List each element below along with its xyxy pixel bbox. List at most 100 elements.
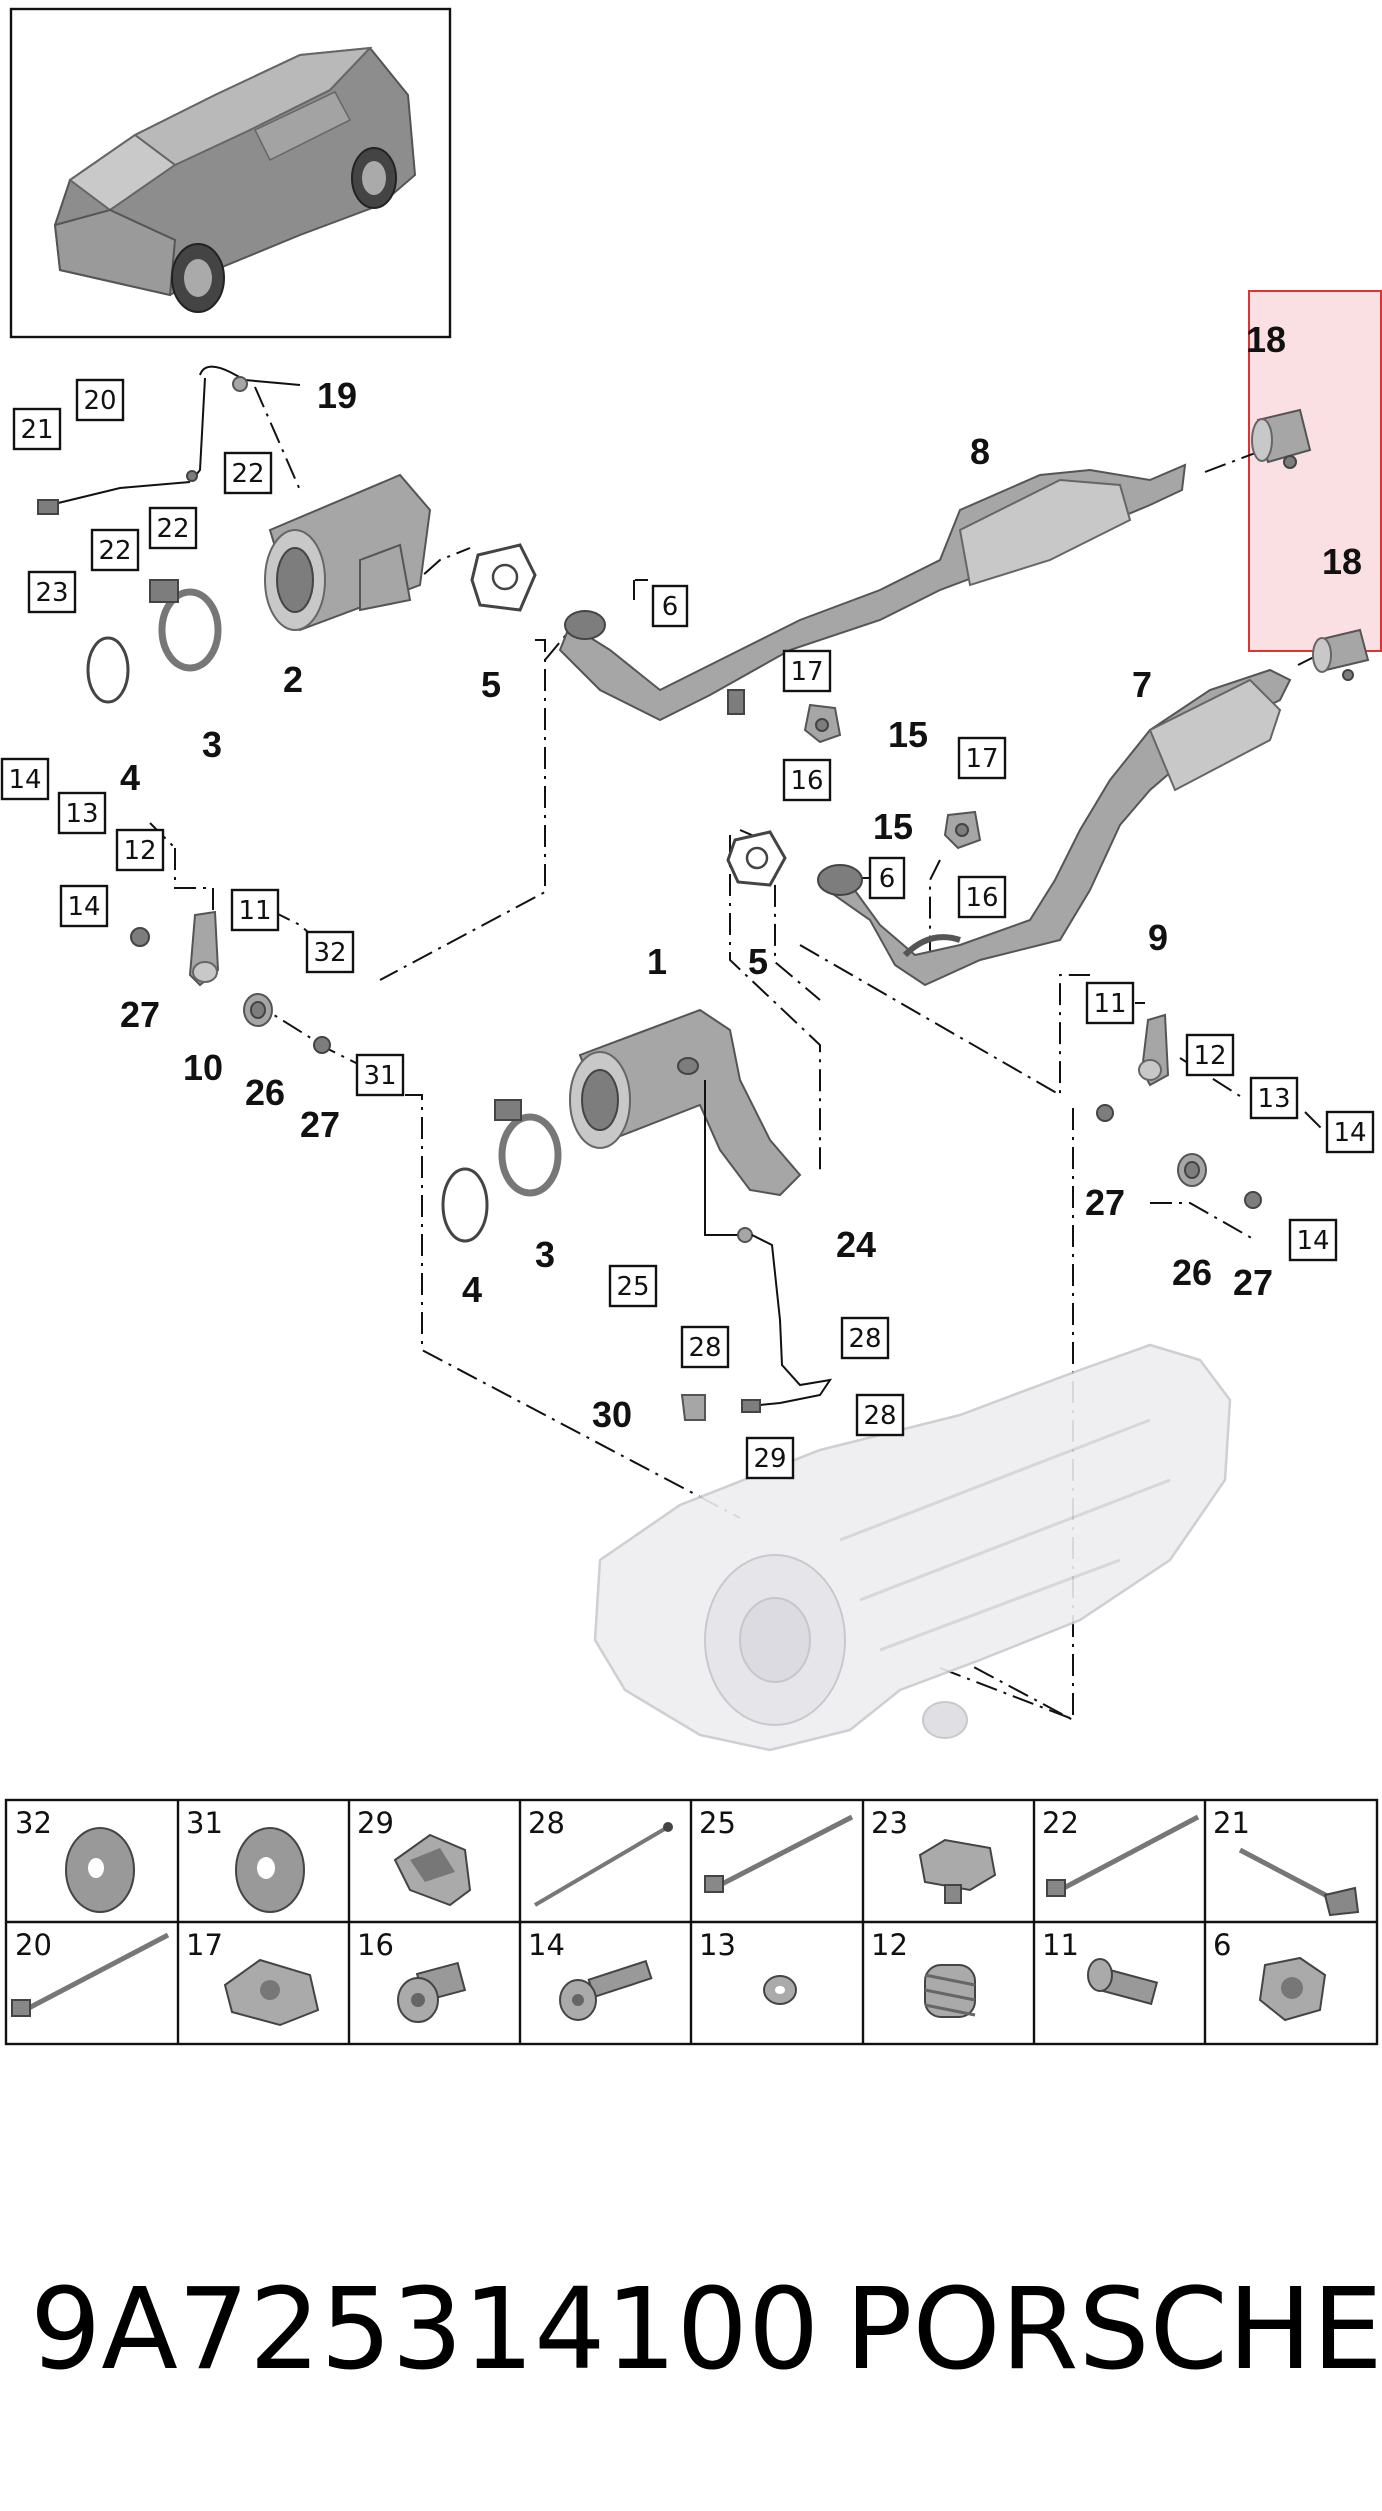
callout-box: 28 (680, 1325, 730, 1369)
gasket-upper (86, 636, 130, 704)
callout-number: 24 (836, 1224, 876, 1265)
callout-box: 28 (840, 1316, 890, 1360)
callout-number: 29 (753, 1444, 786, 1474)
callout-number: 27 (300, 1104, 340, 1145)
callout-number: 14 (67, 892, 100, 922)
callout-label: 15 (873, 806, 913, 847)
spring-icon (924, 1964, 976, 2018)
fastener-cell-label: 12 (871, 1928, 908, 1962)
callout-number: 25 (616, 1272, 649, 1302)
fastener-cell-label: 14 (528, 1928, 565, 1962)
callout-label: 1 (647, 941, 667, 982)
callout-label: 3 (202, 724, 222, 765)
callout-number: 6 (662, 592, 679, 622)
callout-number: 12 (1193, 1041, 1226, 1071)
callout-box: 13 (1249, 1076, 1299, 1120)
cable-tie-icon (533, 1822, 673, 1907)
oxygen-sensor-upper (37, 365, 301, 515)
fastener-cell-label: 21 (1213, 1806, 1250, 1840)
callout-label: 10 (183, 1047, 223, 1088)
callout-number: 19 (317, 375, 357, 416)
callout-box: 22 (90, 528, 140, 572)
callout-label: 4 (120, 757, 140, 798)
callout-number: 3 (202, 724, 222, 765)
fastener-cell-label: 11 (1042, 1928, 1079, 1962)
bolt-icon (559, 1959, 653, 2021)
cable-tie-icon (11, 1932, 170, 2017)
callout-number: 16 (790, 766, 823, 796)
callout-box: 16 (957, 875, 1007, 919)
callout-box: 14 (1325, 1110, 1375, 1154)
washer-icon (763, 1975, 797, 2005)
callout-number: 14 (8, 765, 41, 795)
flange-gasket-upper (470, 543, 537, 612)
catalytic-converter-upper (264, 473, 432, 632)
hanger-assembly-left (130, 910, 331, 1054)
callout-number: 18 (1246, 319, 1286, 360)
callout-number: 2 (283, 659, 303, 700)
callout-box: 14 (59, 884, 109, 928)
cable-tie-icon (704, 1814, 854, 1893)
callout-label: 27 (1233, 1262, 1273, 1303)
fastener-cell-label: 25 (699, 1806, 736, 1840)
callout-label: 27 (1085, 1182, 1125, 1223)
callout-box: 17 (782, 649, 832, 693)
callout-number: 13 (65, 799, 98, 829)
callout-number: 9 (1148, 917, 1168, 958)
transmission (593, 1343, 1232, 1752)
callout-box: 14 (1288, 1218, 1338, 1262)
callout-label: 3 (535, 1234, 555, 1275)
fastener-cell-label: 6 (1213, 1928, 1231, 1962)
washer-icon (235, 1827, 305, 1913)
callout-number: 17 (965, 744, 998, 774)
callout-number: 22 (231, 459, 264, 489)
callout-label: 15 (888, 714, 928, 755)
callout-number: 7 (1132, 664, 1152, 705)
callout-number: 15 (888, 714, 928, 755)
fastener-cell-label: 22 (1042, 1806, 1079, 1840)
callout-label: 26 (1172, 1252, 1212, 1293)
fastener-cell-label: 23 (871, 1806, 908, 1840)
callout-box: 17 (957, 736, 1007, 780)
fastener-cell-label: 28 (528, 1806, 565, 1840)
callout-box: 6 (868, 856, 906, 900)
highlight-region (1248, 290, 1382, 652)
cable-tie-icon (1046, 1814, 1200, 1897)
gasket-lower (441, 1167, 489, 1243)
fastener-cell-label: 29 (357, 1806, 394, 1840)
callout-box: 11 (230, 888, 280, 932)
callout-box: 25 (608, 1264, 658, 1308)
callout-number: 14 (1296, 1226, 1329, 1256)
part-number: 9A725314100 (30, 2265, 819, 2395)
callout-number: 20 (83, 386, 116, 416)
clamp-lower (494, 1099, 562, 1197)
callout-label: 18 (1322, 541, 1362, 582)
fastener-cell-label: 31 (186, 1806, 223, 1840)
brand-name: PORSCHE (845, 2265, 1382, 2395)
callout-number: 31 (363, 1061, 396, 1091)
assembly-leaders (149, 386, 1326, 1722)
fastener-cell-label: 20 (15, 1928, 52, 1962)
callout-number: 26 (1172, 1252, 1212, 1293)
callout-number: 23 (35, 578, 68, 608)
callout-box: 16 (782, 758, 832, 802)
callout-number: 27 (1233, 1262, 1273, 1303)
callout-box: 6 (651, 584, 689, 628)
fastener-cell-label: 16 (357, 1928, 394, 1962)
callout-number: 14 (1333, 1118, 1366, 1148)
nut-icon (1258, 1956, 1327, 2022)
oxygen-sensor-lower (680, 1080, 833, 1421)
callout-number: 32 (313, 938, 346, 968)
washer-icon (65, 1827, 135, 1913)
callout-number: 13 (1257, 1084, 1290, 1114)
callout-label: 5 (481, 664, 501, 705)
hanger-assembly-right (1096, 1013, 1262, 1209)
callout-number: 11 (238, 896, 271, 926)
callout-number: 1 (647, 941, 667, 982)
callout-number: 30 (592, 1394, 632, 1435)
callout-box: 13 (57, 791, 107, 835)
callout-label: 30 (592, 1394, 632, 1435)
